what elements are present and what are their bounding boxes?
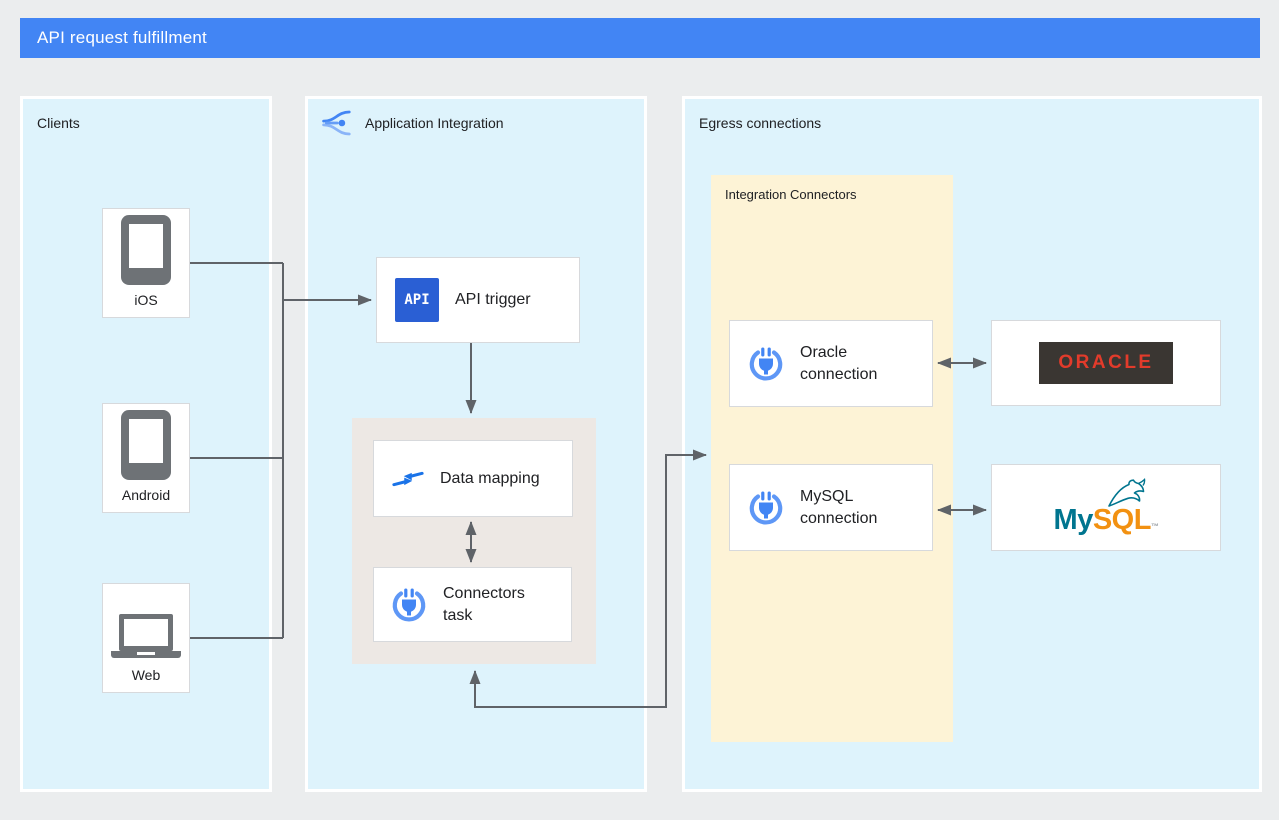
clients-panel-title: Clients — [37, 115, 80, 131]
diagram-title: API request fulfillment — [37, 28, 207, 47]
dolphin-icon — [1108, 478, 1146, 507]
mysql-logo-sql: SQL — [1092, 504, 1152, 536]
api-trigger-label: API trigger — [455, 291, 531, 309]
mysql-connection-label: MySQL connection — [800, 488, 878, 527]
application-integration-icon — [322, 110, 351, 136]
data-mapping-node: Data mapping — [373, 440, 573, 517]
integration-connectors-panel-title: Integration Connectors — [725, 187, 857, 202]
diagram-title-bar: API request fulfillment — [20, 18, 1260, 58]
connectors-task-node: Connectors task — [373, 567, 572, 642]
mysql-logo-tm: ™ — [1150, 522, 1159, 531]
client-card-web: Web — [102, 583, 190, 693]
laptop-icon — [111, 614, 181, 660]
oracle-connection-node: Oracle connection — [729, 320, 933, 407]
smartphone-icon — [121, 215, 171, 285]
merge-arrows-icon — [392, 471, 424, 486]
client-card-ios: iOS — [102, 208, 190, 318]
client-label: Web — [131, 667, 161, 683]
application-integration-panel-title: Application Integration — [365, 115, 504, 131]
mysql-connection-node: MySQL connection — [729, 464, 933, 551]
plug-connector-icon — [746, 488, 786, 528]
oracle-logo: ORACLE — [1039, 342, 1173, 384]
api-trigger-node: API API trigger — [376, 257, 580, 343]
oracle-logo-text: ORACLE — [1058, 352, 1154, 373]
smartphone-icon — [121, 410, 171, 480]
client-label: Android — [121, 487, 171, 503]
mysql-logo-my: My — [1053, 504, 1094, 536]
connectors-task-label: Connectors task — [443, 585, 525, 624]
egress-panel-title: Egress connections — [699, 115, 822, 131]
mysql-logo: MySQL™ — [1054, 478, 1159, 537]
mysql-logo-text: MySQL™ — [1054, 504, 1159, 537]
mysql-logo-card: MySQL™ — [991, 464, 1221, 551]
client-label: iOS — [134, 292, 158, 308]
plug-connector-icon — [389, 585, 429, 625]
integration-connectors-panel: Integration Connectors — [711, 175, 953, 742]
api-chip-icon: API — [395, 278, 439, 322]
oracle-logo-card: ORACLE — [991, 320, 1221, 406]
plug-connector-icon — [746, 344, 786, 384]
data-mapping-label: Data mapping — [440, 469, 540, 487]
oracle-connection-label: Oracle connection — [800, 344, 878, 383]
client-card-android: Android — [102, 403, 190, 513]
